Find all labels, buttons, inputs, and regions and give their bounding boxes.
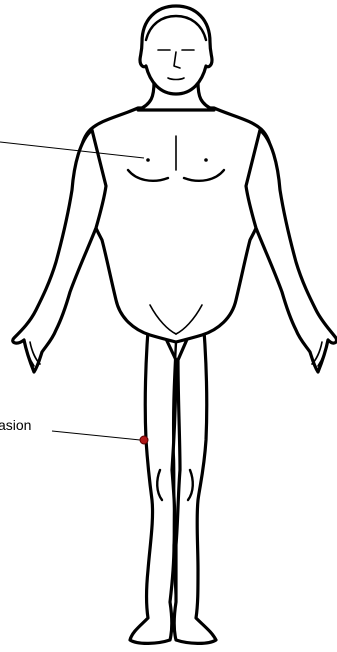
arm-left <box>246 130 337 372</box>
lesion-marker <box>140 436 148 444</box>
callout-lesion: asion <box>0 417 148 444</box>
callout-lesion-label: asion <box>0 417 31 433</box>
nipple-left <box>204 158 208 162</box>
nipple-right <box>146 158 150 162</box>
arm-right <box>13 130 106 372</box>
leg-right <box>130 305 176 643</box>
leg-left <box>174 305 216 643</box>
leader-line-lesion <box>52 431 140 440</box>
head <box>140 6 212 94</box>
